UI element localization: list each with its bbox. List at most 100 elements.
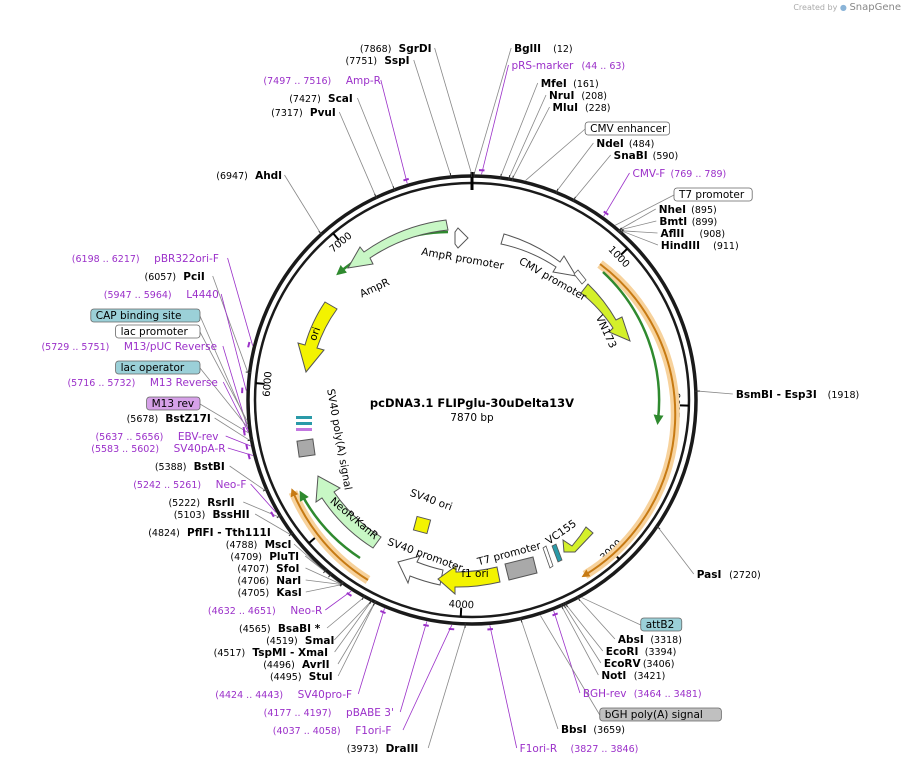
primer[interactable]: (5947 .. 5964)L4440 xyxy=(104,289,219,301)
feature-t7-promoter-rect[interactable] xyxy=(504,556,538,581)
site-position: (1918) xyxy=(828,390,860,401)
feature-vc155[interactable] xyxy=(562,526,594,553)
feature-amp-promoter[interactable] xyxy=(454,227,469,249)
feature-label-box[interactable]: T7 promoter xyxy=(673,187,753,202)
feature-label-box[interactable]: lac operator xyxy=(115,360,201,375)
restriction-site[interactable]: (3973)DraIII xyxy=(347,743,419,755)
restriction-site[interactable]: (6947)AhdI xyxy=(216,170,282,182)
restriction-site[interactable]: (899)BmtI xyxy=(659,216,717,228)
primer-mark xyxy=(346,592,352,597)
restriction-site[interactable]: (908)AflII xyxy=(661,228,726,240)
orf-arcs xyxy=(288,230,680,584)
primer-mark xyxy=(423,623,429,627)
primer-mark xyxy=(270,511,275,518)
site-name: AbsI xyxy=(618,634,644,646)
restriction-site[interactable]: (5388)BstBI xyxy=(155,461,225,473)
primer[interactable]: (5242 .. 5261)Neo-F xyxy=(133,479,246,491)
primer[interactable]: (5716 .. 5732)M13 Reverse xyxy=(67,377,217,389)
restriction-site[interactable]: (228)MluI xyxy=(553,102,611,114)
feature-vn173[interactable] xyxy=(580,283,631,342)
restriction-site[interactable]: (7751)SspI xyxy=(346,55,410,67)
site-name: MfeI xyxy=(541,78,567,90)
feature-sv40-ori[interactable] xyxy=(412,515,432,535)
primer[interactable]: (6198 .. 6217)pBR322ori-F xyxy=(72,253,219,265)
restriction-site[interactable]: (12)BglII xyxy=(514,43,573,55)
restriction-site[interactable]: (3659)BbsI xyxy=(561,724,625,736)
restriction-site[interactable]: (3394)EcoRI xyxy=(606,646,677,658)
feature-f1-ori[interactable] xyxy=(437,565,501,596)
leader-line xyxy=(621,230,658,234)
restriction-site[interactable]: (2720)PasI xyxy=(697,569,761,581)
leader-line xyxy=(199,403,249,434)
site-name: SgrDI xyxy=(399,43,432,55)
restriction-site[interactable]: (1918)BsmBI - Esp3I xyxy=(736,389,859,401)
restriction-site[interactable]: (3421)NotI xyxy=(601,670,665,682)
primer[interactable]: (4424 .. 4443)SV40pro-F xyxy=(215,689,352,701)
site-position: (3406) xyxy=(643,659,675,670)
restriction-site[interactable]: (4705)KasI xyxy=(238,587,302,599)
feature-sv40-promoter[interactable] xyxy=(397,555,444,586)
restriction-site[interactable]: (4788)MscI xyxy=(226,539,292,551)
feature-neor[interactable] xyxy=(315,475,382,549)
restriction-site[interactable]: (4519)SmaI xyxy=(266,635,334,647)
primer-range: (5729 .. 5751) xyxy=(41,342,109,353)
primer[interactable]: (4177 .. 4197)pBABE 3' xyxy=(264,707,394,719)
restriction-site[interactable]: (3318)AbsI xyxy=(618,634,682,646)
restriction-site[interactable]: (7317)PvuI xyxy=(271,107,336,119)
feature-ampr[interactable] xyxy=(347,219,449,269)
restriction-site[interactable]: (7868)SgrDI xyxy=(360,43,432,55)
site-position: (4495) xyxy=(270,672,302,683)
feature-label-box[interactable]: CMV enhancer xyxy=(584,121,670,136)
primer[interactable]: (44 .. 63)pRS-marker xyxy=(511,60,625,72)
restriction-site[interactable]: (208)NruI xyxy=(549,90,607,102)
primer[interactable]: (7497 .. 7516)Amp-R xyxy=(263,75,381,87)
feature-name: AmpR xyxy=(358,276,392,300)
primer[interactable]: (3464 .. 3481)BGH-rev xyxy=(583,688,702,700)
restriction-site[interactable]: (484)NdeI xyxy=(596,138,654,150)
primer-range: (3827 .. 3846) xyxy=(570,744,638,755)
restriction-site[interactable]: (4517)TspMI - XmaI xyxy=(214,647,328,659)
restriction-site[interactable]: (4565)BsaBI * xyxy=(239,623,321,635)
restriction-site[interactable]: (5103)BssHII xyxy=(174,509,250,521)
restriction-site[interactable]: (590)SnaBI xyxy=(614,150,679,162)
primer[interactable]: (4632 .. 4651)Neo-R xyxy=(208,605,322,617)
feature-cmv-promoter[interactable] xyxy=(500,233,577,277)
restriction-site[interactable]: (911)HindIII xyxy=(661,240,739,252)
feature-label-text: bGH poly(A) signal xyxy=(605,709,703,721)
primer-name: SV40pA-R xyxy=(174,443,226,455)
feature-ori[interactable] xyxy=(297,301,338,374)
restriction-site[interactable]: (6057)PciI xyxy=(145,271,205,283)
primer[interactable]: (4037 .. 4058)F1ori-F xyxy=(273,725,392,737)
restriction-site[interactable]: (161)MfeI xyxy=(541,78,599,90)
restriction-site[interactable]: (4495)StuI xyxy=(270,671,333,683)
site-tick xyxy=(374,193,378,199)
feature-label-box[interactable]: M13 rev xyxy=(146,396,201,411)
primer[interactable]: (5637 .. 5656)EBV-rev xyxy=(95,431,218,443)
orf-right-orange-line xyxy=(581,263,677,578)
feature-name: f1 ori xyxy=(461,568,488,580)
restriction-site[interactable]: (3406)EcoRV xyxy=(604,658,675,670)
tick-mark xyxy=(255,382,265,385)
leader-line xyxy=(434,47,473,175)
tick-mark xyxy=(620,247,629,256)
primer[interactable]: (5729 .. 5751)M13/pUC Reverse xyxy=(41,341,217,353)
feature-label-box[interactable]: attB2 xyxy=(640,617,683,632)
restriction-site[interactable]: (4706)NarI xyxy=(237,575,301,587)
restriction-site[interactable]: (4709)PluTI xyxy=(230,551,299,563)
restriction-site[interactable]: (4707)SfoI xyxy=(237,563,299,575)
feature-label-box[interactable]: lac promoter xyxy=(115,324,201,339)
site-position: (7427) xyxy=(289,94,321,105)
restriction-site[interactable]: (4496)AvrII xyxy=(263,659,329,671)
restriction-site[interactable]: (895)NheI xyxy=(659,204,717,216)
restriction-site[interactable]: (5678)BstZ17I xyxy=(127,413,211,425)
restriction-site[interactable]: (5222)RsrII xyxy=(168,497,234,509)
feature-label-box[interactable]: bGH poly(A) signal xyxy=(599,707,722,722)
primer[interactable]: (3827 .. 3846)F1ori-R xyxy=(520,743,639,755)
feature-sv40-polya-box[interactable] xyxy=(296,438,316,458)
restriction-site[interactable]: (4824)PflFI - Tth111I xyxy=(148,527,271,539)
feature-label-box[interactable]: CAP binding site xyxy=(90,308,201,323)
primer[interactable]: (769 .. 789)CMV-F xyxy=(633,168,727,180)
primer[interactable]: (5583 .. 5602)SV40pA-R xyxy=(91,443,225,455)
restriction-site[interactable]: (7427)ScaI xyxy=(289,93,353,105)
